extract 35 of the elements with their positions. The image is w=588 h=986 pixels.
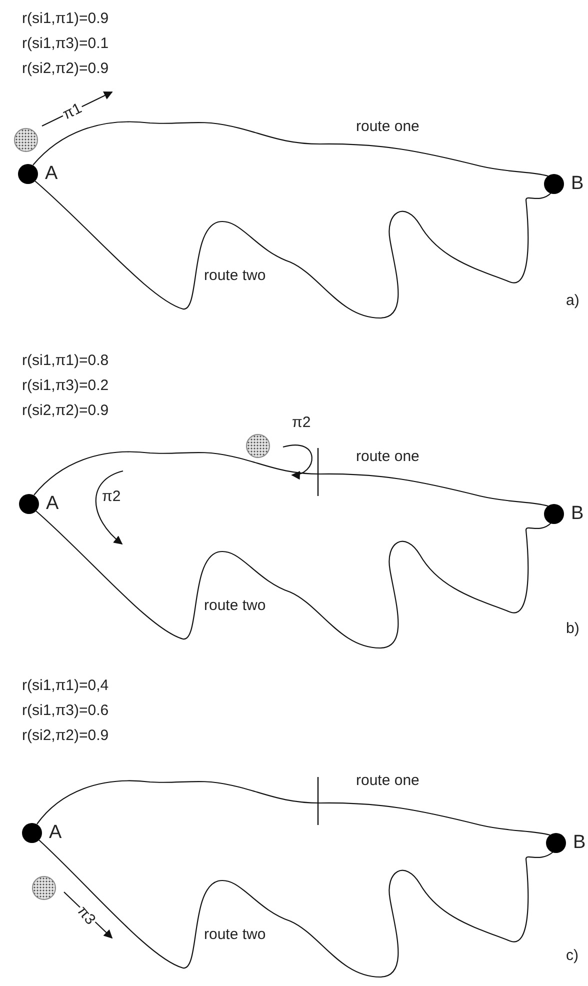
route-line [32,121,548,177]
point-dot [18,164,38,184]
route-line [36,780,550,836]
agent-circle [246,434,270,458]
text-label: a) [566,292,580,309]
point-label: A [45,164,58,184]
agent-circle [14,128,38,152]
point-dot [546,833,566,853]
text-label: r(si1,π1)=0.8 [22,352,109,369]
route-line [34,451,548,507]
route-line [36,510,552,649]
point-dot [19,494,39,514]
route-line [38,840,554,978]
text-label: π2 [292,414,311,431]
text-label: r(si2,π2)=0.9 [22,727,109,744]
text-label: r(si2,π2)=0.9 [22,402,109,419]
point-dot [544,174,564,194]
text-label: r(si1,π1)=0,4 [22,677,109,694]
point-dot [22,823,42,843]
point-label: A [46,494,59,514]
point-label: B [573,833,586,853]
text-label: c) [566,947,578,964]
route-line [34,180,552,319]
text-label: r(si1,π3)=0.6 [22,702,109,719]
text-label: r(si1,π3)=0.1 [22,35,109,52]
text-label: r(si1,π1)=0.9 [22,10,109,27]
point-label: B [571,174,584,194]
text-label: r(si2,π2)=0.9 [22,60,109,77]
point-label: B [571,504,584,524]
point-dot [544,504,564,524]
point-label: A [49,823,62,843]
agent-circle [32,876,56,900]
text-label: b) [566,620,580,637]
text-label: π2 [102,488,121,505]
text-label: r(si1,π3)=0.2 [22,377,109,394]
